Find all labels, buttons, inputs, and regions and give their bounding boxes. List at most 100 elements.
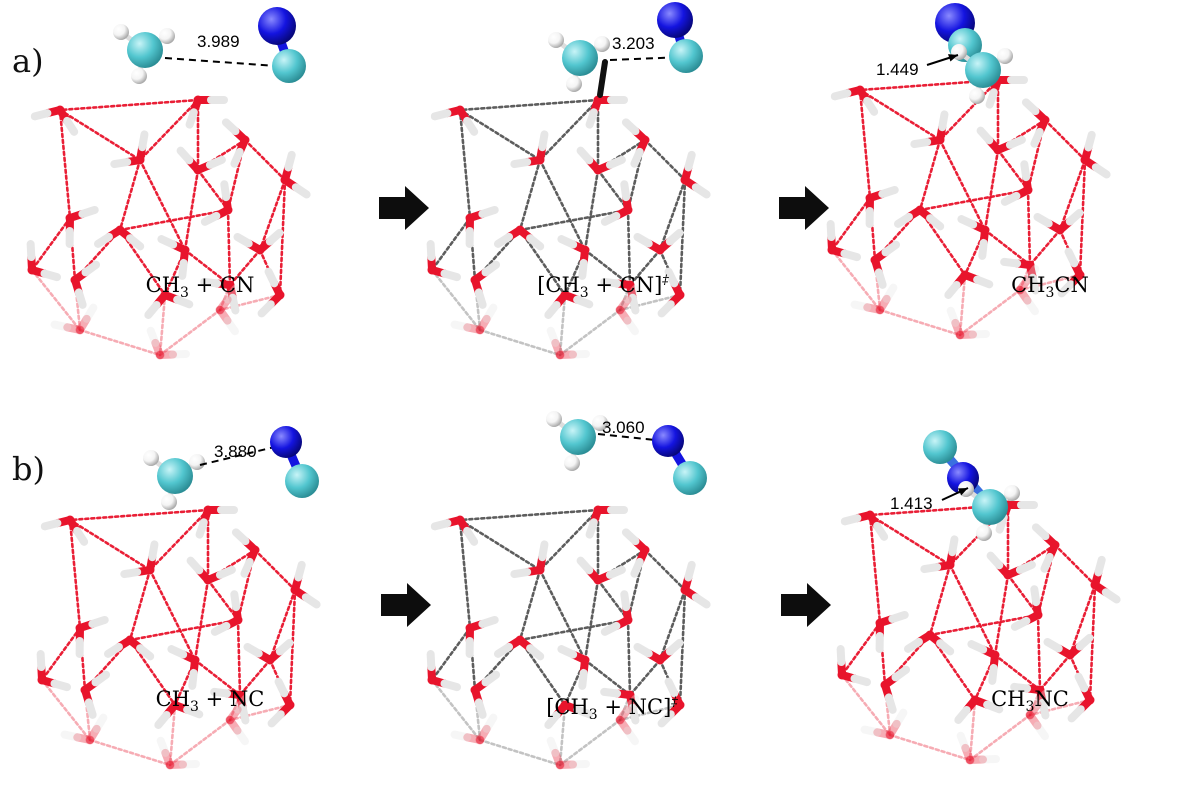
water-oxygen-a3-8 [981,226,990,235]
water-oxygen-b2-7 [516,636,525,645]
hydrogen-bond-b3-13 [842,623,880,675]
water-h-end-a1-15-0 [262,304,271,313]
water-h-end-a3-5-1 [1096,167,1107,174]
methyl-hydrogen-a1-0 [113,24,129,40]
hydrogen-bond-b1-10 [195,580,208,660]
cyano-carbon-a1 [272,49,306,83]
reaction-arrow-icon-b1 [381,583,431,627]
water-oxygen-b1-4 [204,576,213,585]
hydrogen-bond-b2-8 [520,570,540,640]
water-h-end-a3-16-1 [887,288,894,299]
hydrogen-bond-b2-10 [585,580,598,660]
water-oxygen-a2-3 [536,156,545,165]
distance-label-a-reactant: 3.989 [197,32,240,52]
distance-line-a1 [165,58,290,67]
methyl-hydrogen-a2-2 [566,76,582,92]
water-h-end-a3-9-0 [1005,196,1017,202]
water-h-end-b2-2-1 [626,532,636,541]
water-h-end-b2-6-0 [482,620,494,624]
water-h-end-a1-13-1 [148,305,156,315]
hydrogen-bond-b3-8 [930,565,950,635]
water-h-end-a3-16-0 [855,305,868,308]
water-h-end-b1-10-0 [247,647,258,654]
water-h-end-b1-18-1 [237,731,244,742]
water-h-end-b3-12-1 [889,697,893,709]
water-h-end-b1-4-0 [191,561,200,571]
water-h-end-a2-8-1 [561,239,573,244]
water-h-end-a1-9-0 [205,216,217,222]
water-h-end-a2-11-1 [445,274,458,278]
water-oxygen-b3-15 [1086,696,1095,705]
water-h-end-a2-0-1 [590,112,594,124]
water-h-end-a1-16-1 [87,308,94,319]
water-oxygen-a2-17 [556,351,565,360]
water-oxygen-b2-8 [581,656,590,665]
water-h-end-b3-11-0 [841,649,842,662]
isocyano-carbon-b2 [673,461,707,495]
water-h-end-b2-3-1 [542,544,544,557]
water-oxygen-a2-10 [656,246,665,255]
water-oxygen-a2-1 [456,106,465,115]
water-h-end-b2-18-1 [627,731,634,742]
water-oxygen-a1-3 [136,156,145,165]
water-h-end-a1-17-0 [151,331,156,343]
water-oxygen-b3-1 [866,511,875,520]
water-h-end-b3-2-1 [1036,527,1046,536]
distance-label-b-transition: 3.060 [602,418,645,438]
water-h-end-b1-1-1 [45,523,58,526]
methyl-hydrogen-a2-0 [548,32,564,48]
water-h-end-b2-3-0 [514,572,527,574]
water-h-end-b1-5-1 [306,597,317,604]
water-oxygen-b1-15 [286,701,295,710]
methyl-hydrogen-a2-1 [594,36,610,52]
water-oxygen-b1-9 [234,616,243,625]
water-h-end-a2-9-1 [624,184,626,197]
reaction-arrow-icon-a2 [779,186,829,230]
water-oxygen-a1-5 [281,176,290,185]
water-oxygen-a1-18 [216,306,225,315]
water-h-end-b3-1-0 [877,526,884,537]
water-oxygen-b3-16 [886,731,895,740]
water-oxygen-b2-1 [456,516,465,525]
hydrogen-bond-b3-28 [970,715,1030,760]
hydrogen-bond-a1-12 [280,180,285,295]
water-h-end-b2-14-1 [604,692,617,694]
distance-label-b-product: 1.413 [890,494,933,514]
water-oxygen-b2-12 [471,686,480,695]
water-h-end-b3-10-1 [1080,638,1090,647]
water-h-end-b3-3-0 [924,567,937,569]
water-h-end-b3-5-1 [1106,592,1117,599]
water-h-end-a1-3-1 [142,134,144,147]
water-h-end-b3-18-1 [1037,726,1044,737]
hydrogen-bond-a3-6 [1045,120,1085,160]
water-h-end-a2-11-0 [431,244,432,257]
water-oxygen-a2-16 [476,326,485,335]
water-oxygen-b1-7 [126,636,135,645]
water-h-end-a1-4-1 [210,160,222,165]
hydrogen-bond-a1-8 [120,160,140,230]
water-oxygen-b2-17 [556,761,565,770]
water-h-end-a1-9-1 [224,184,226,197]
water-h-end-a2-3-1 [542,134,544,147]
water-h-end-b2-17-0 [551,741,556,753]
hydrogen-bond-b1-6 [255,550,295,590]
water-oxygen-a1-7 [116,226,125,235]
water-oxygen-b2-5 [681,586,690,595]
water-h-end-b3-9-1 [1034,589,1036,602]
water-oxygen-b3-4 [1004,571,1013,580]
water-oxygen-a1-12 [71,276,80,285]
hydrogen-bond-b1-1 [150,510,208,570]
water-h-end-b1-8-0 [192,673,193,686]
water-h-end-a3-8-1 [961,219,973,224]
water-oxygen-a2-12 [471,276,480,285]
water-oxygen-b3-8 [991,651,1000,660]
water-h-end-b2-2-0 [634,562,639,574]
water-h-end-b2-12-1 [479,702,483,714]
water-h-end-a1-1-0 [67,121,74,132]
hydrogen-bond-a2-1 [540,100,598,160]
methyl-hydrogen-a3-1 [997,48,1013,64]
water-h-end-a2-2-0 [634,152,639,164]
water-h-end-a1-12-1 [79,292,83,304]
water-oxygen-a1-0 [194,96,203,105]
